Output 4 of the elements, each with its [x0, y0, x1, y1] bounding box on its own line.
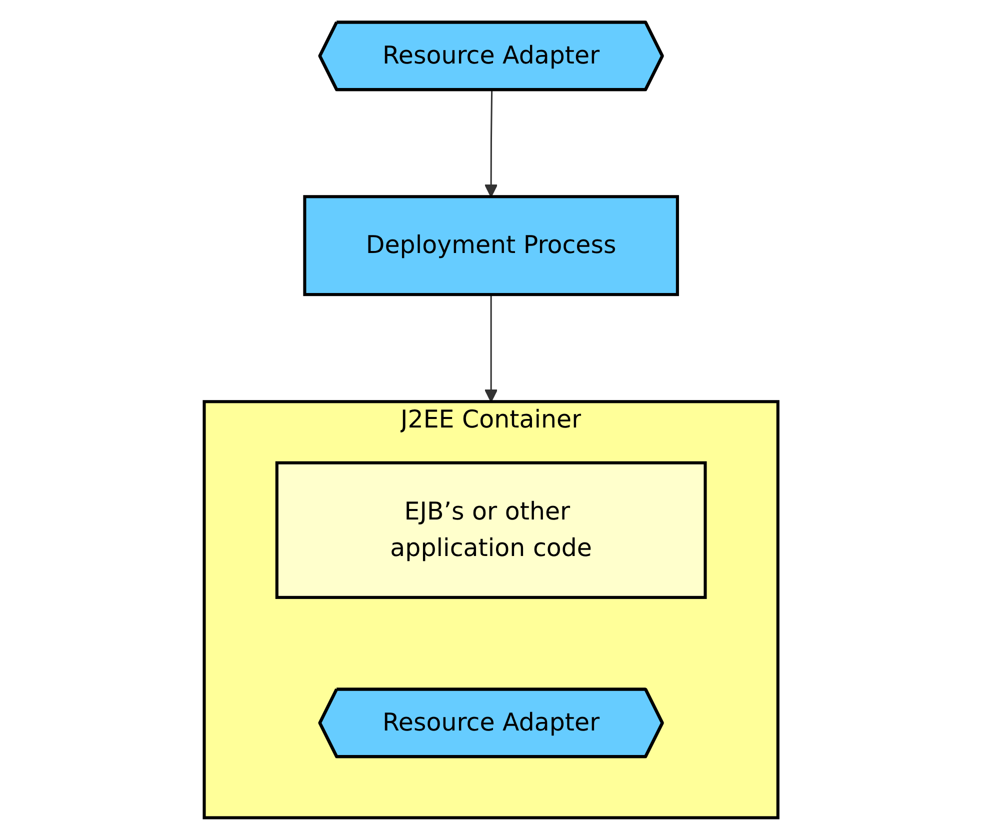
- arrow: [484, 294, 498, 402]
- arrow: [484, 90, 498, 197]
- node-box: EJB’s or other application code: [275, 460, 707, 598]
- node-box: Deployment Process: [303, 194, 679, 296]
